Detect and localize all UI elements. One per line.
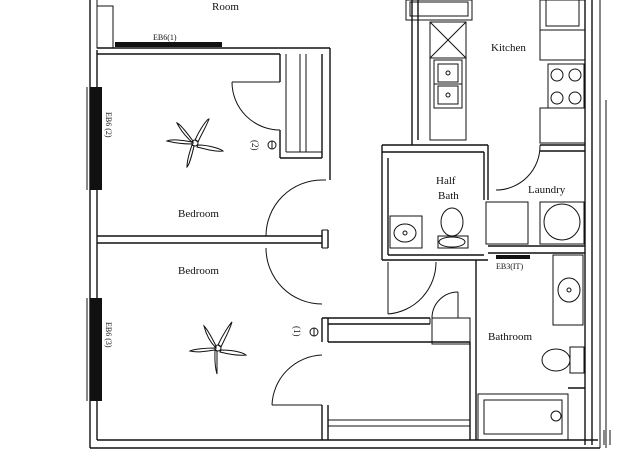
hall-walls [381,144,585,315]
top-left-corner [96,0,330,55]
eb6-label: EB6(1) [153,33,177,42]
room-label-kitchen: Kitchen [491,42,526,54]
room-label-laundry: Laundry [528,184,566,196]
outlet-marker-upper-icon [267,140,277,150]
laundry-fixtures [485,201,585,259]
eb3-label: EB3(IT) [496,262,523,271]
eb2-label: EB6 (2) [104,112,113,138]
half-bath-fixtures [389,207,469,249]
marker-label-lower: (1) [292,326,302,337]
room-label-half-bath-line1: Half [436,175,456,187]
eb-lower-label: EB6 (3) [104,322,113,348]
left-windows [86,87,102,401]
bedroom-lower-walls [271,317,471,440]
room-label-top: Room [212,1,239,13]
ceiling-fan-lower-icon [188,321,248,375]
outlet-marker-lower-icon [309,327,319,337]
ceiling-fan-upper-icon [165,118,225,169]
outer-walls [89,0,611,449]
room-label-bathroom: Bathroom [488,331,532,343]
bedroom-upper-walls [231,48,331,237]
kitchen-area [405,0,586,145]
room-label-bedroom-upper: Bedroom [178,208,219,220]
bedroom-divider [97,229,329,305]
room-label-half-bath-line2: Bath [438,190,459,202]
bathroom-fixtures [429,254,585,441]
marker-label-upper: (2) [250,140,260,151]
room-label-bedroom-lower: Bedroom [178,265,219,277]
